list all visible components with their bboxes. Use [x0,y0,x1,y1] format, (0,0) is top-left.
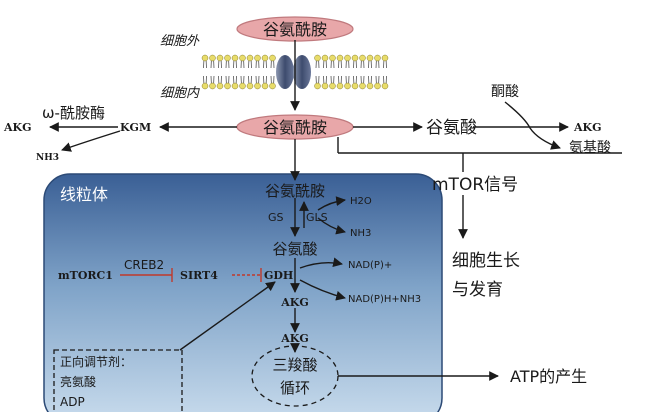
lipid-head [359,82,366,90]
tca-label-line2: 循环 [280,379,310,397]
lipid-head [336,82,344,90]
arrow-to-nh3-left [61,130,121,152]
arrow-to-h2o [317,196,346,211]
arrow-to-nadph [299,279,346,301]
lipid-head [261,54,269,62]
lipid-head [216,82,224,90]
glutamate-mito-label: 谷氨酸 [272,240,317,258]
kgm-label: KGM [120,121,151,134]
lipid-head [374,54,381,62]
regulator-box [53,349,183,412]
lipid-head [269,82,276,90]
lipid-head [374,82,381,90]
lipid-head [216,54,224,62]
cell-membrane [201,54,389,90]
regulator-item-leucine: 亮氨酸 [60,374,96,389]
lipid-head [239,54,246,62]
lipid-head [231,82,239,90]
nh3-left-label: NH3 [36,153,59,163]
lipid-head [351,82,359,90]
lipid-head [381,54,389,62]
growth-label-line2: 与发育 [452,280,503,300]
nh3-mito-label: NH3 [350,228,371,239]
sirt4-label: SIRT4 [180,269,218,282]
glutamate-right-label: 谷氨酸 [426,118,477,138]
intracellular-label: 细胞内 [160,86,200,101]
regulator-item-adp: ADP [60,395,85,409]
arrow-to-nadp [299,257,343,269]
h2o-label: H2O [350,196,372,207]
lipid-head [209,82,216,90]
transporter-channel [276,55,311,89]
lipid-head [201,82,209,90]
nadp-label: NAD(P)+ [348,260,392,271]
tca-cycle-ellipse [251,345,339,407]
lipid-head [381,82,389,90]
keto-acid-label: 酮酸 [491,84,519,100]
lipid-head [254,54,261,62]
lipid-head [224,82,231,90]
growth-label-line1: 细胞生长 [452,251,520,271]
lipid-head [329,54,336,62]
mtorc1-label: mTORC1 [58,269,113,282]
transamination-curve [504,101,561,150]
lipid-head [261,82,269,90]
creb2-label: CREB2 [124,258,164,272]
lipid-head [366,54,374,62]
gdh-label: GDH [264,269,293,282]
lipid-head [246,82,254,90]
glutamine-mito-label: 谷氨酰胺 [265,182,325,200]
atp-production-label: ATP的产生 [510,367,587,386]
mtor-signal-label: mTOR信号 [432,175,518,195]
arrow-to-nh3-mito [317,217,346,235]
gs-label: GS [268,211,284,224]
akg-mito-label-2: AKG [280,332,309,345]
lipid-head [344,54,351,62]
mitochondrion-label: 线粒体 [60,185,108,204]
amino-acid-label: 氨基酸 [569,139,611,156]
glutamine-cytosol-label: 谷氨酰胺 [263,118,327,137]
activator-arrow [179,281,276,351]
extracellular-label: 细胞外 [160,34,200,49]
lipid-head [336,54,344,62]
akg-left-label: AKG [3,121,32,134]
lipid-head [231,54,239,62]
glutamine-extracellular-label: 谷氨酰胺 [263,20,327,39]
lipid-head [254,82,261,90]
akg-mito-label-1: AKG [280,296,309,309]
lipid-head [329,82,336,90]
lipid-head [269,54,276,62]
lipid-head [344,82,351,90]
lipid-head [224,54,231,62]
lipid-head [351,54,359,62]
nadph-label: NAD(P)H+NH3 [348,294,421,305]
lipid-head [201,54,209,62]
lipid-head [246,54,254,62]
lipid-head [239,82,246,90]
regulator-title: 正向调节剂： [60,354,132,369]
akg-right-label: AKG [573,121,602,134]
omega-amidase-label: ω-酰胺酶 [42,104,105,122]
lipid-head [209,54,216,62]
tca-label-line1: 三羧酸 [272,356,317,374]
lipid-head [314,54,321,62]
lipid-head [314,82,321,90]
gls-label: GLS [306,211,328,224]
lipid-head [321,54,329,62]
lipid-head [359,54,366,62]
lipid-head [321,82,329,90]
lipid-head [366,82,374,90]
